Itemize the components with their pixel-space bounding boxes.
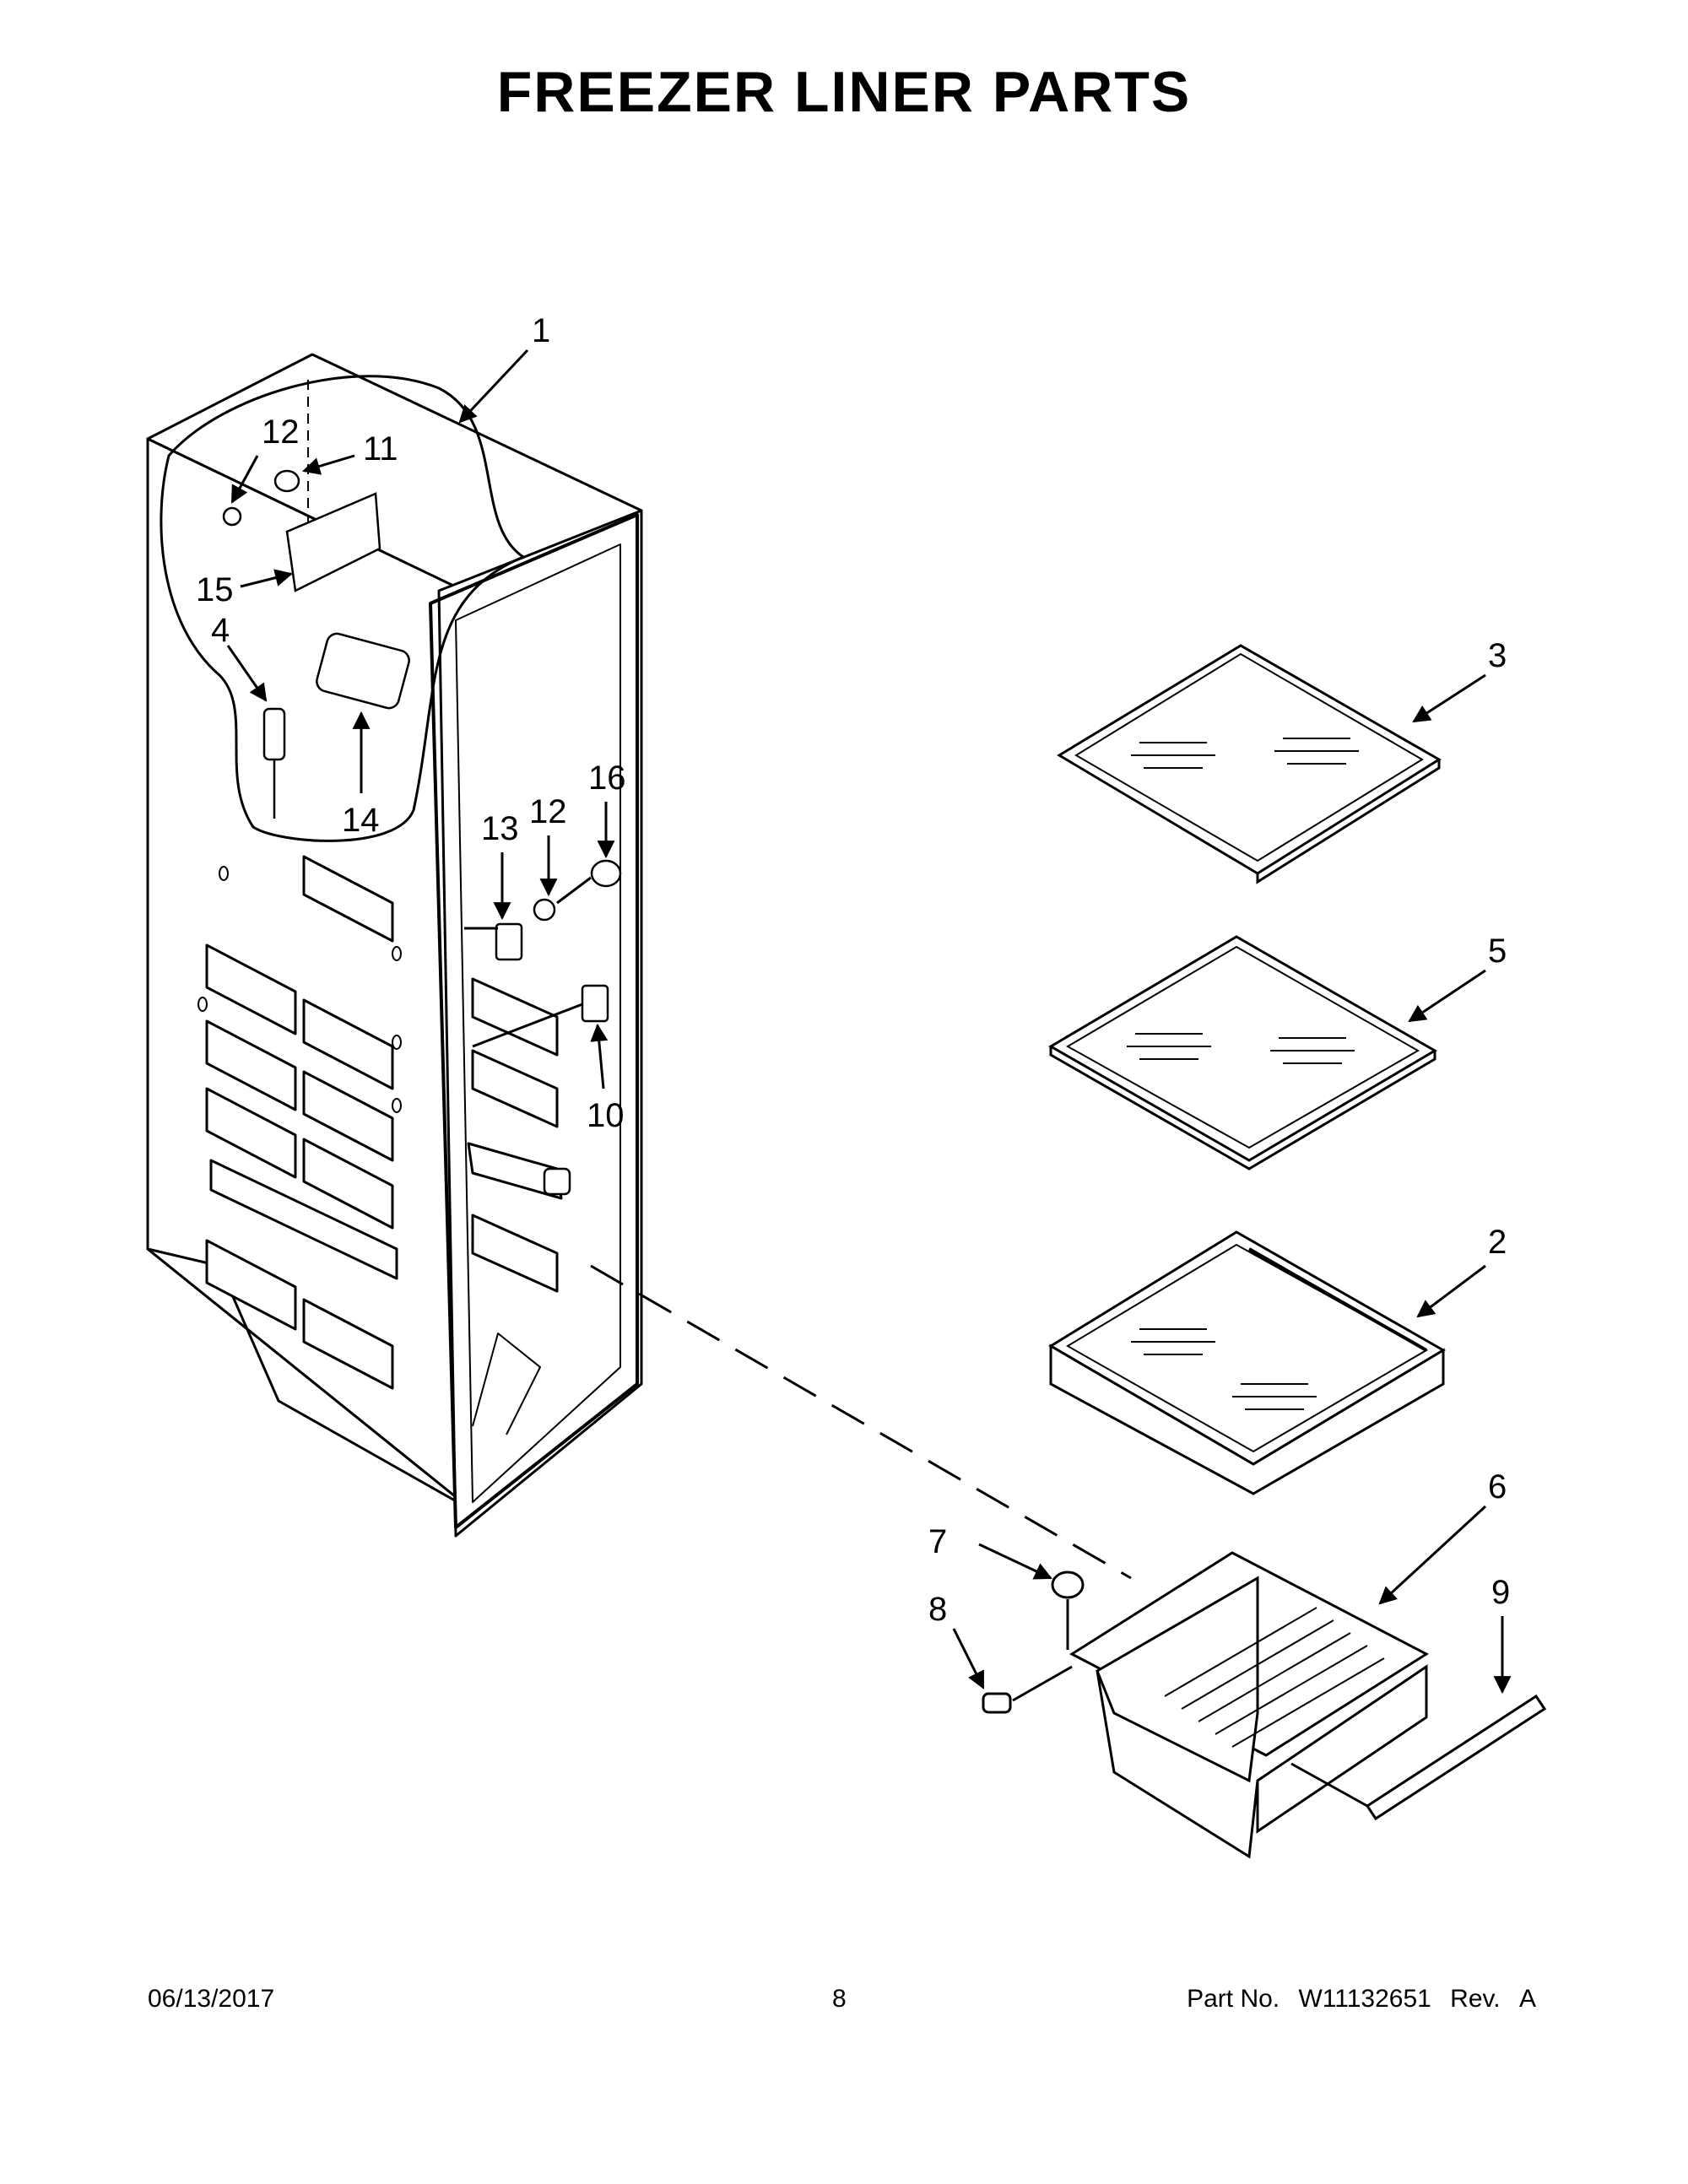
callout-12-lower: 12 — [529, 793, 567, 830]
leader-arrows — [226, 349, 1512, 1695]
callout-14: 14 — [342, 802, 380, 839]
liner-small-parts — [222, 469, 622, 1196]
shelf-3 — [1057, 644, 1442, 884]
callout-5: 5 — [1488, 933, 1507, 970]
callout-16: 16 — [588, 760, 626, 797]
shelf-2 — [1048, 1230, 1446, 1495]
drawer-6 — [1069, 1551, 1430, 1859]
callout-9: 9 — [1491, 1574, 1510, 1611]
shelf-glass-hatching — [1127, 738, 1359, 1410]
rev-value: A — [1518, 1985, 1536, 2013]
callout-11: 11 — [363, 430, 398, 468]
callout-13: 13 — [481, 810, 519, 847]
callout-labels: 1 2 3 4 5 6 7 8 9 10 11 12 12 13 14 15 1… — [196, 312, 1510, 1628]
rev-label: Rev. — [1450, 1985, 1501, 2013]
footer-date: 06/13/2017 — [148, 1985, 275, 2013]
callout-6: 6 — [1488, 1468, 1507, 1506]
part-label: Part No. — [1187, 1985, 1280, 2013]
screw-8 — [982, 1692, 1012, 1714]
callout-4: 4 — [211, 612, 230, 649]
drawer-rail-9 — [1365, 1694, 1547, 1821]
callout-15: 15 — [196, 571, 234, 608]
drawer-roller-7 — [1051, 1570, 1085, 1599]
callout-3: 3 — [1488, 637, 1507, 674]
footer-part-number: Part No. W11132651 Rev. A — [1175, 1985, 1536, 2014]
callout-1: 1 — [532, 312, 550, 349]
page-title: FREEZER LINER PARTS — [496, 60, 1192, 124]
freezer-liner — [146, 353, 643, 1538]
callout-10: 10 — [587, 1097, 625, 1134]
part-number: W11132651 — [1298, 1985, 1431, 2013]
callout-2: 2 — [1488, 1224, 1507, 1261]
callout-7: 7 — [928, 1523, 947, 1560]
assembly-lines — [464, 876, 1368, 1808]
footer-page-number: 8 — [832, 1985, 847, 2013]
callout-12-top: 12 — [262, 414, 300, 451]
callout-8: 8 — [928, 1591, 947, 1628]
shelf-5 — [1048, 935, 1437, 1170]
